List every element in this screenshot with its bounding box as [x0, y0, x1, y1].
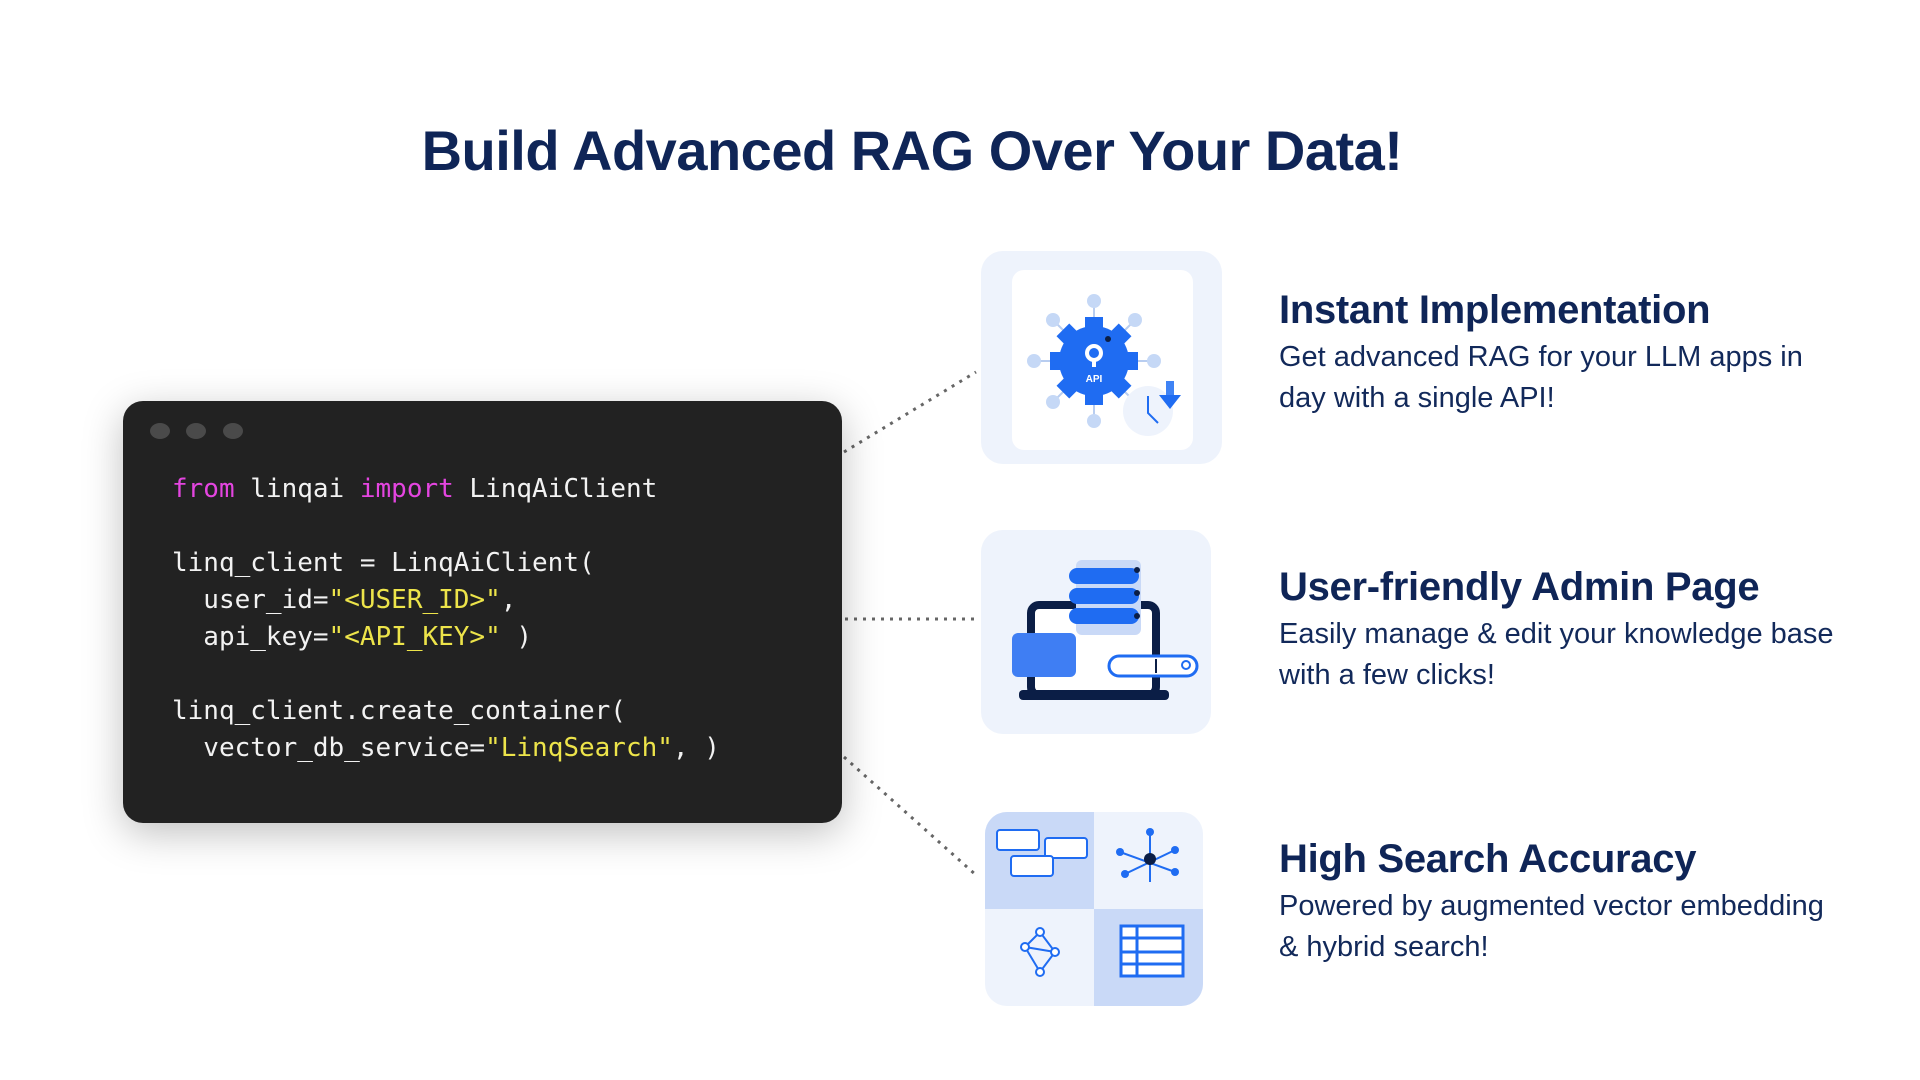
feature-description: Powered by augmented vector embedding & …	[1279, 890, 1824, 963]
window-dot	[223, 423, 243, 439]
feature-title: Instant Implementation	[1279, 288, 1711, 332]
code-text: linqai	[234, 474, 360, 504]
connector-line-1	[843, 370, 977, 454]
page-title: Build Advanced RAG Over Your Data!	[421, 119, 1403, 182]
feature-description: Easily manage & edit your knowledge base…	[1279, 618, 1834, 691]
code-text: ,	[500, 585, 517, 615]
search-accuracy-illustration-card	[985, 812, 1203, 1006]
code-window: from linqai import LinqAiClient linq_cli…	[123, 401, 842, 823]
code-text: api_key=	[172, 622, 329, 652]
feature-instant-implementation: Instant Implementation Get advanced RAG …	[1279, 288, 1839, 419]
window-dot	[186, 423, 206, 439]
feature-title: User-friendly Admin Page	[1279, 565, 1760, 609]
code-text: vector_db_service=	[172, 733, 486, 763]
admin-page-illustration-card	[981, 530, 1211, 734]
admin-dashboard-icon	[1012, 560, 1199, 700]
connector-line-3	[843, 755, 977, 877]
search-accuracy-icon	[985, 812, 1203, 1006]
feature-description: Get advanced RAG for your LLM apps in da…	[1279, 341, 1803, 414]
svg-text:API: API	[1086, 374, 1103, 385]
feature-search-accuracy: High Search Accuracy Powered by augmente…	[1279, 837, 1839, 968]
code-text: , )	[672, 733, 720, 763]
code-text: user_id=	[172, 585, 329, 615]
feature-admin-page: User-friendly Admin Page Easily manage &…	[1279, 565, 1839, 696]
code-text: )	[500, 622, 533, 652]
code-text: LinqAiClient	[453, 474, 658, 504]
code-text: linq_client.create_container(	[172, 696, 626, 726]
api-illustration-card: API	[981, 251, 1222, 464]
code-keyword: import	[359, 474, 454, 504]
code-snippet: from linqai import LinqAiClient linq_cli…	[172, 471, 720, 767]
code-text: linq_client = LinqAiClient(	[172, 548, 595, 578]
code-keyword: from	[172, 474, 235, 504]
feature-title: High Search Accuracy	[1279, 837, 1697, 881]
api-gear-icon: API	[1012, 270, 1193, 450]
code-string: "LinqSearch"	[485, 733, 673, 763]
code-string: "<USER_ID>"	[328, 585, 501, 615]
window-dot	[150, 423, 170, 439]
code-string: "<API_KEY>"	[328, 622, 501, 652]
